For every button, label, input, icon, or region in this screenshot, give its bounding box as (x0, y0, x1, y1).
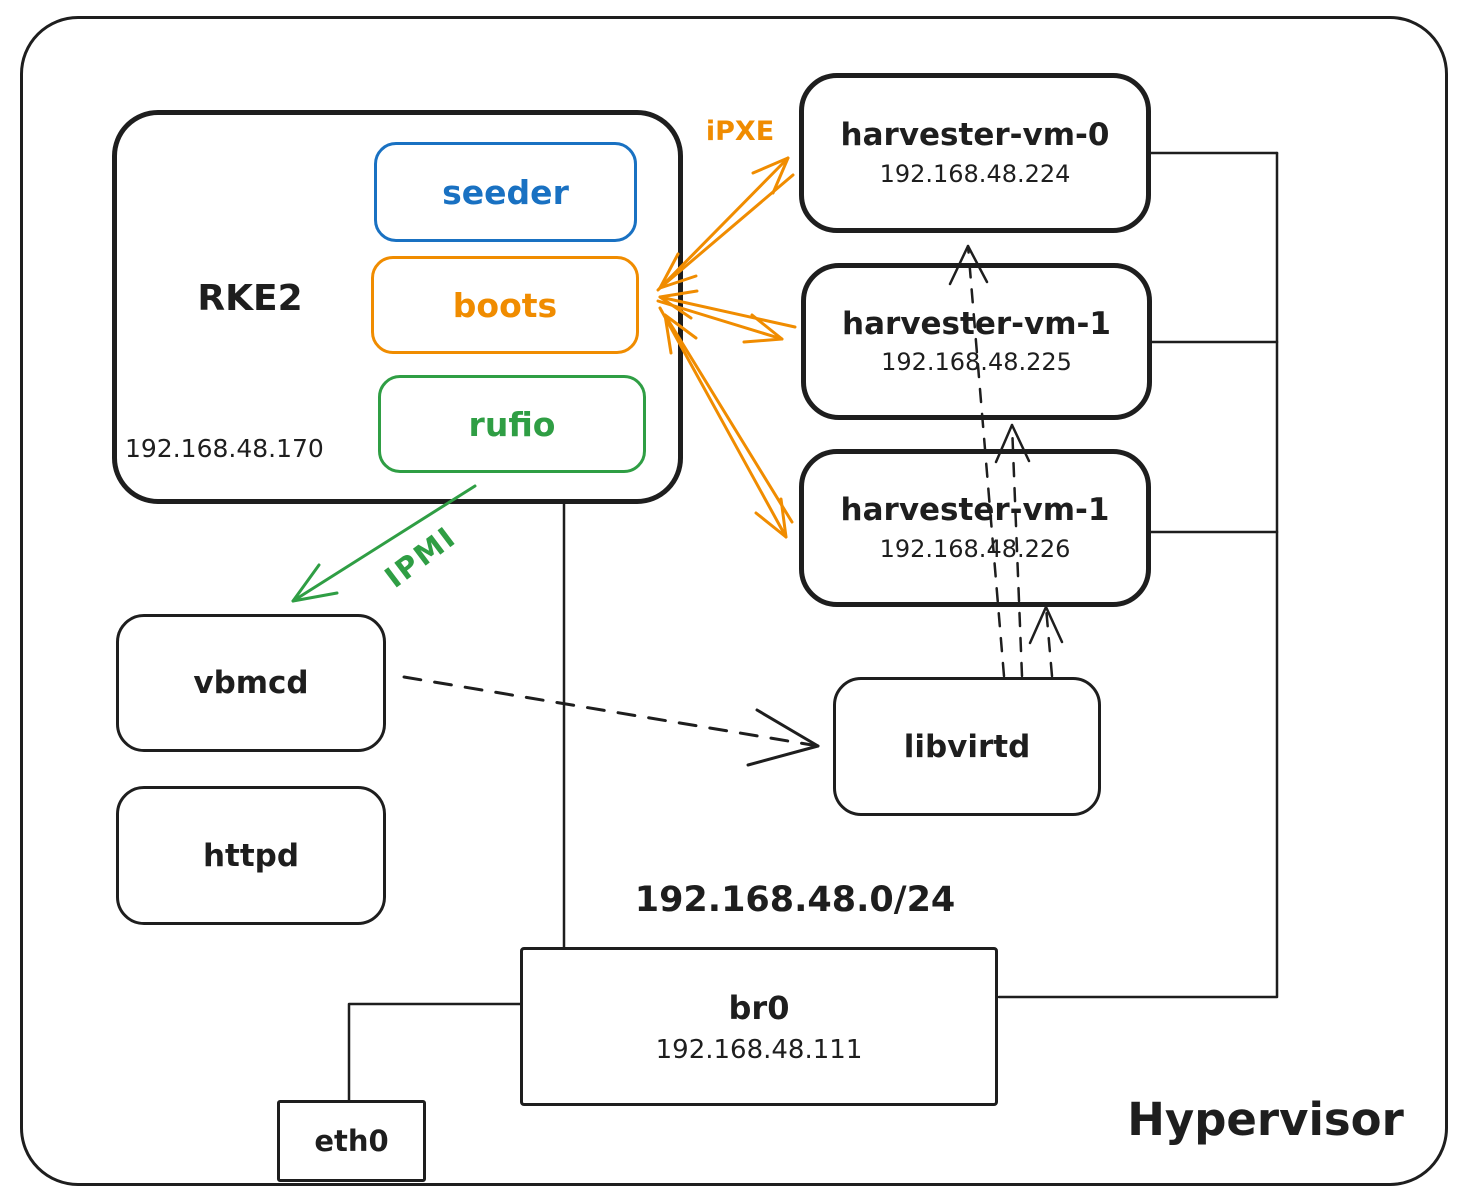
eth0-node: eth0 (277, 1100, 426, 1182)
br0-node: br0 192.168.48.111 (520, 947, 998, 1106)
harvester-vm-2-ip: 192.168.48.226 (879, 534, 1071, 563)
vbmcd-node: vbmcd (116, 614, 386, 752)
harvester-vm-0-name: harvester-vm-0 (840, 117, 1110, 154)
subnet-label: 192.168.48.0/24 (634, 880, 956, 920)
rke2-ip-label: 192.168.48.170 (125, 434, 324, 463)
libvirtd-node: libvirtd (833, 677, 1101, 816)
br0-ip: 192.168.48.111 (655, 1034, 863, 1065)
hypervisor-label: Hypervisor (1127, 1093, 1404, 1146)
boots-label: boots (452, 285, 558, 325)
seeder-label: seeder (442, 172, 569, 212)
rke2-label: RKE2 (197, 278, 303, 319)
libvirtd-label: libvirtd (903, 728, 1031, 765)
rufio-label: rufio (468, 404, 556, 444)
vbmcd-label: vbmcd (193, 665, 309, 701)
harvester-vm-2-node: harvester-vm-1 192.168.48.226 (799, 449, 1151, 607)
hypervisor-box (20, 16, 1448, 1186)
br0-name: br0 (728, 988, 790, 1027)
harvester-vm-0-node: harvester-vm-0 192.168.48.224 (799, 73, 1151, 233)
harvester-vm-2-name: harvester-vm-1 (840, 492, 1110, 529)
harvester-vm-1-name: harvester-vm-1 (842, 305, 1111, 342)
boots-node: boots (371, 256, 639, 354)
httpd-node: httpd (116, 786, 386, 925)
harvester-vm-1-node: harvester-vm-1 192.168.48.225 (801, 263, 1152, 420)
rufio-node: rufio (378, 375, 646, 473)
httpd-label: httpd (202, 837, 300, 874)
ipxe-arrow-label: iPXE (705, 116, 775, 147)
harvester-vm-1-ip: 192.168.48.225 (881, 348, 1072, 377)
seeder-node: seeder (374, 142, 637, 242)
harvester-vm-0-ip: 192.168.48.224 (879, 159, 1071, 188)
eth0-label: eth0 (314, 1124, 389, 1158)
